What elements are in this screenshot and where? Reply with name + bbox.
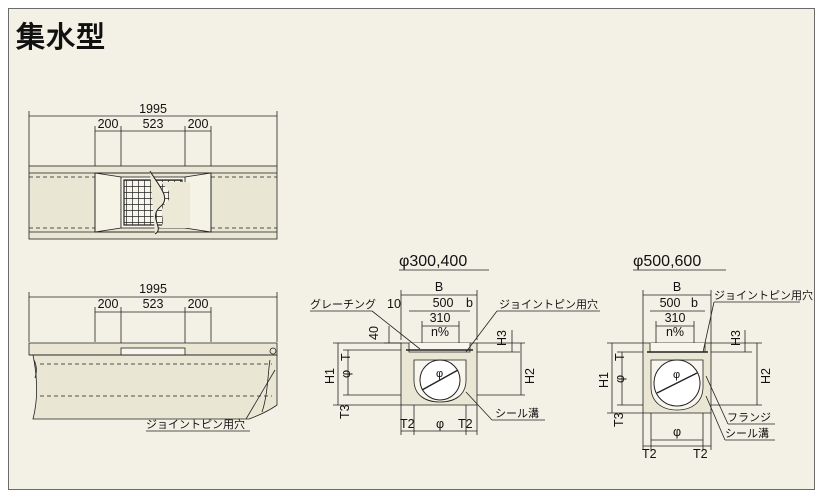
- section-large-t2-left: T2: [642, 447, 657, 461]
- top-mid-seg-dim: 523: [143, 117, 164, 131]
- section-small: φ300,400: [310, 253, 600, 435]
- section-large-t2-right: T2: [693, 447, 708, 461]
- side-view: [28, 292, 278, 420]
- section-large-h1: H1: [597, 372, 611, 388]
- section-large-t3: T3: [612, 412, 626, 427]
- section-large-seal-label: シール溝: [725, 427, 769, 440]
- top-view: [28, 111, 278, 240]
- section-small-slope: n%: [431, 325, 449, 339]
- section-large-phi-bottom: φ: [673, 425, 681, 439]
- side-left-seg-dim: 200: [98, 297, 119, 311]
- section-small-joint-pin-label: ジョイントピン用穴: [499, 297, 598, 311]
- grating-label: グレーチング: [310, 297, 376, 311]
- top-view-dimensions: 1995 200 523 200: [98, 102, 209, 131]
- section-large-h2: H2: [759, 368, 773, 384]
- section-small-seal-label: シール溝: [495, 407, 539, 420]
- section-large-joint-pin-label: ジョイントピン用穴: [714, 288, 813, 302]
- top-left-seg-dim: 200: [98, 117, 119, 131]
- dim-10: 10: [387, 297, 401, 311]
- section-small-t2-left: T2: [400, 417, 415, 431]
- section-small-t2-right: T2: [458, 417, 473, 431]
- section-large-dim-b: b: [691, 296, 698, 310]
- section-large-slope: n%: [666, 325, 684, 339]
- section-large-phi: φ: [613, 375, 627, 383]
- section-small-pipe-phi: φ: [436, 368, 443, 380]
- section-small-dim-b: b: [466, 296, 473, 310]
- section-small-heading: φ300,400: [399, 253, 467, 270]
- section-large: φ500,600: [597, 253, 813, 461]
- side-joint-pin-label: ジョイントピン用穴: [146, 417, 245, 431]
- section-large-dim-500: 500: [660, 296, 681, 310]
- section-small-dim-310: 310: [430, 311, 451, 325]
- side-mid-seg-dim: 523: [143, 297, 164, 311]
- side-right-seg-dim: 200: [188, 297, 209, 311]
- section-small-h3: H3: [495, 330, 509, 346]
- section-large-heading: φ500,600: [633, 253, 701, 270]
- dim-40: 40: [367, 326, 381, 340]
- section-small-t: T: [339, 353, 353, 361]
- section-small-phi-bottom: φ: [436, 417, 444, 431]
- section-small-dim-500: 500: [433, 296, 454, 310]
- section-large-b-label: B: [673, 280, 681, 294]
- top-right-seg-dim: 200: [188, 117, 209, 131]
- top-overall-dim: 1995: [139, 102, 167, 116]
- flange-label: フランジ: [727, 412, 771, 424]
- side-overall-dim: 1995: [139, 282, 167, 296]
- section-large-t: T: [613, 353, 627, 361]
- section-large-dim-310: 310: [665, 311, 686, 325]
- section-large-pipe-phi: φ: [673, 369, 680, 381]
- section-small-h1: H1: [323, 368, 337, 384]
- section-large-h3: H3: [729, 330, 743, 346]
- section-small-b-label: B: [435, 280, 443, 294]
- page-title: 集水型: [16, 20, 107, 54]
- side-view-dimensions: 1995 200 523 200 ジョイントピン用穴: [98, 282, 245, 431]
- section-small-phi: φ: [339, 370, 353, 378]
- section-small-t3: T3: [338, 404, 352, 419]
- section-small-h2: H2: [523, 368, 537, 384]
